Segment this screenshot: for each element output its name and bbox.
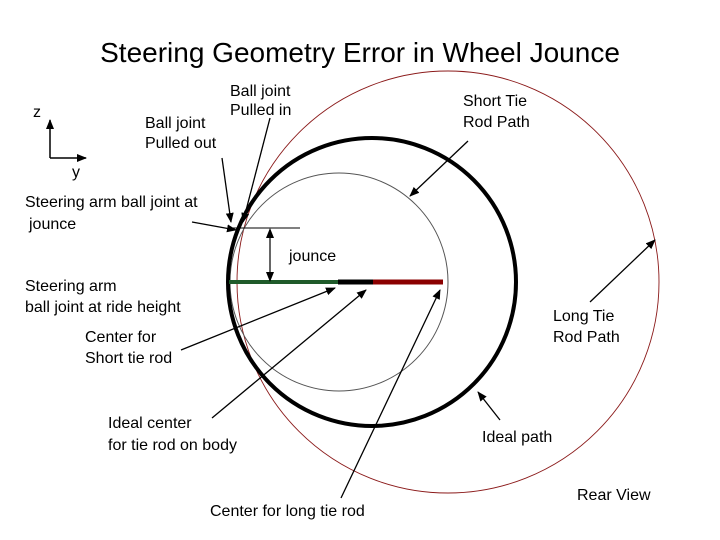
leader-arrows: [180, 117, 656, 499]
jounce-ball-joint-arrow: [191, 221, 237, 233]
center-long-tie-rod-label: Center for long tie rod: [210, 503, 365, 520]
long-tie-rod-center-arrow: [340, 289, 441, 499]
ideal-path-circle: [226, 136, 518, 428]
pulled-out-arrow: [221, 157, 234, 223]
long-tie-rod-path-arrow: [589, 239, 656, 303]
steering-arm-jounce-label: Steering arm ball joint at jounce: [25, 194, 202, 233]
short-tie-rod-path-label: Short Tie Rod Path: [463, 93, 531, 131]
pulled-in-arrow: [241, 117, 271, 223]
jounce-label: jounce: [288, 248, 336, 265]
short-tie-rod-path-arrow: [409, 140, 469, 197]
y-axis-label: y: [72, 164, 80, 181]
center-short-tie-rod-label: Center for Short tie rod: [85, 329, 172, 367]
long-tie-rod-path-label: Long Tie Rod Path: [553, 308, 620, 346]
ideal-center-label: Ideal center for tie rod on body: [108, 415, 237, 454]
ball-joint-pulled-in-label: Ball joint Pulled in: [230, 83, 295, 119]
z-axis-label: z: [33, 104, 41, 121]
axes-indicator: z y: [33, 104, 87, 181]
ideal-center-arrow: [211, 289, 367, 419]
ball-joint-pulled-out-label: Ball joint Pulled out: [145, 115, 217, 152]
jounce-arrow-top: [266, 228, 274, 238]
steering-arm-ride-height-label: Steering arm ball joint at ride height: [25, 278, 181, 316]
short-tie-rod-center-arrow: [180, 287, 336, 351]
diagram-title: Steering Geometry Error in Wheel Jounce: [100, 37, 620, 68]
ideal-path-label: Ideal path: [482, 429, 552, 446]
ideal-path-arrow: [477, 391, 501, 421]
jounce-arrow-bottom: [266, 272, 274, 282]
rear-view-label: Rear View: [577, 487, 651, 504]
